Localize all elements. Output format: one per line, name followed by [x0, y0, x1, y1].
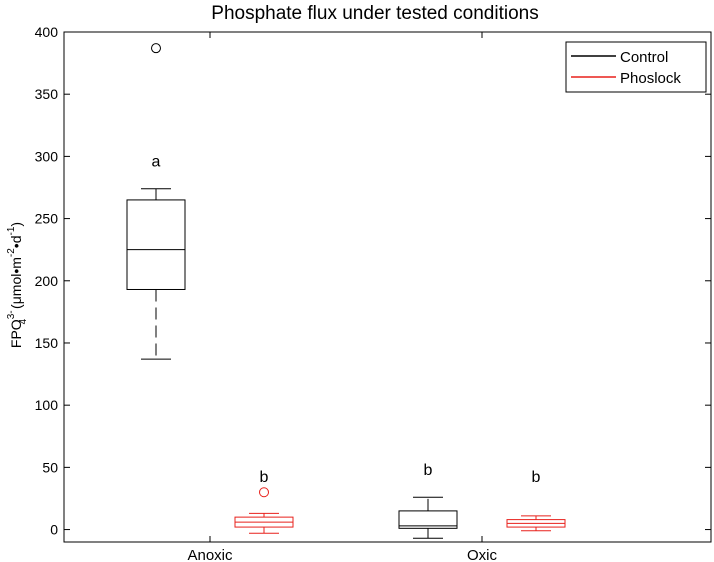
ylabel-base: FPO	[8, 319, 24, 348]
plot-frame	[63, 31, 712, 543]
outlier-phoslock-anoxic	[259, 487, 269, 498]
y-tick-label: 350	[35, 86, 59, 102]
ylabel-sup-2: -2	[6, 248, 17, 257]
chart-title: Phosphate flux under tested conditions	[211, 3, 538, 24]
ylabel-sup-1: 3-	[6, 310, 17, 319]
legend: Control Phoslock	[565, 41, 707, 93]
ylabel-sup-3: -1	[6, 226, 17, 235]
legend-label-control: Control	[620, 49, 668, 66]
significance-letter-control-anoxic: a	[152, 154, 161, 171]
outlier-control-anoxic	[151, 43, 161, 54]
y-tick-label: 300	[35, 148, 59, 164]
y-tick-label: 100	[35, 397, 59, 413]
x-tick-label-anoxic: Anoxic	[187, 547, 233, 562]
significance-letter-control-oxic: b	[424, 462, 433, 479]
legend-box	[565, 41, 707, 93]
y-tick-label: 250	[35, 211, 59, 227]
legend-label-phoslock: Phoslock	[620, 70, 681, 87]
svg-text:FPO3-4 (μmol•m-2•d-1): FPO3-4 (μmol•m-2•d-1)	[6, 222, 29, 348]
box-control-oxic	[398, 510, 458, 529]
y-tick-label: 0	[50, 522, 58, 538]
significance-letter-phoslock-anoxic: b	[260, 469, 269, 486]
y-axis-label: FPO3-4 (μmol•m-2•d-1)	[6, 222, 29, 348]
ylabel-sub: 4	[18, 318, 29, 324]
y-tick-label: 400	[35, 24, 59, 40]
y-tick-label: 200	[35, 273, 59, 289]
box-control-anoxic	[126, 199, 186, 290]
significance-letter-phoslock-oxic: b	[532, 469, 541, 486]
y-tick-label: 150	[35, 335, 59, 351]
x-tick-label-oxic: Oxic	[467, 547, 498, 562]
ylabel-rest-2: •d	[8, 235, 24, 248]
ylabel-rest-3: )	[8, 222, 24, 227]
y-tick-label: 50	[42, 459, 58, 475]
ylabel-rest-1: (μmol•m	[8, 257, 24, 313]
